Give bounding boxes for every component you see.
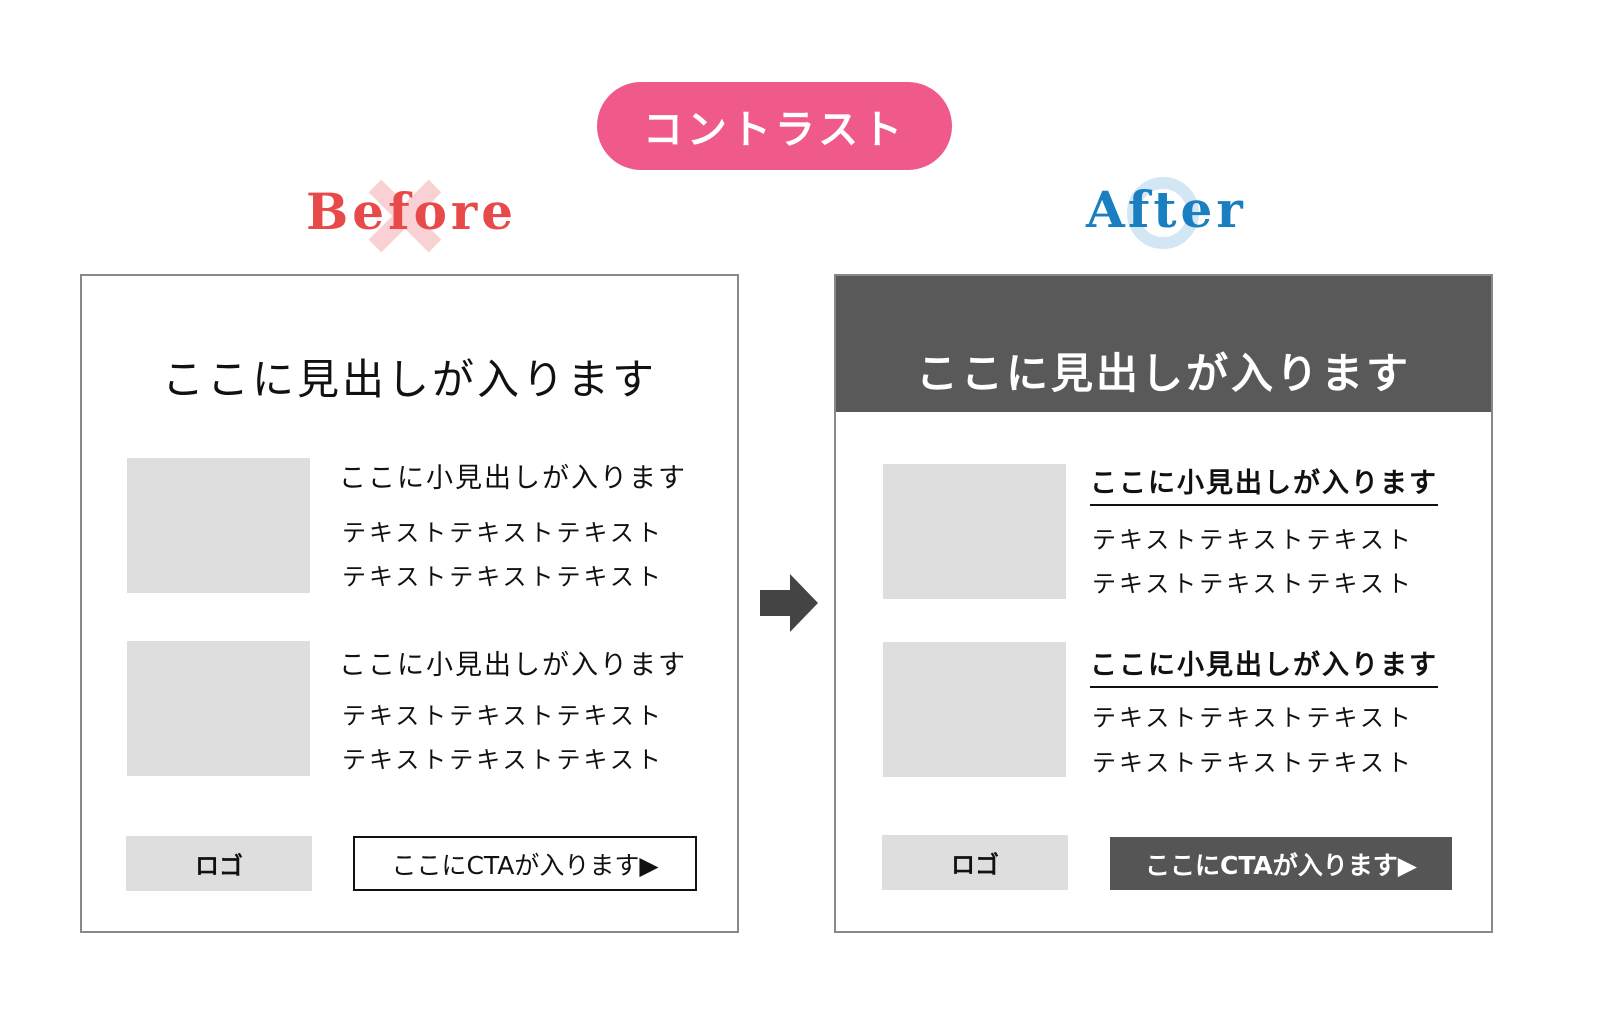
before-panel: ここに見出しが入ります ここに小見出しが入ります テキストテキストテキスト テキ… [80,274,739,933]
body-text: テキストテキストテキスト [342,519,664,547]
subheading: ここに小見出しが入ります [1090,461,1438,506]
arrow-right-icon [760,574,818,632]
before-heading: ここに見出しが入ります [161,355,657,404]
logo-box: ロゴ [882,835,1068,890]
body-text: テキストテキストテキスト [1092,749,1414,777]
after-heading: ここに見出しが入ります [915,349,1411,398]
body-text: テキストテキストテキスト [342,746,664,774]
image-placeholder [127,641,310,776]
after-header [836,276,1491,412]
logo-box: ロゴ [126,836,312,891]
body-text: テキストテキストテキスト [1092,526,1414,554]
before-label: Before [306,182,518,241]
body-text: テキストテキストテキスト [342,563,664,591]
x-mark-icon [368,179,442,253]
circle-mark-icon [1127,177,1199,249]
image-placeholder [127,458,310,593]
after-panel: ここに見出しが入ります ここに小見出しが入ります テキストテキストテキスト テキ… [834,274,1493,933]
body-text: テキストテキストテキスト [1092,704,1414,732]
subheading: ここに小見出しが入ります [339,463,687,494]
cta-button[interactable]: ここにCTAが入ります▶ [353,836,697,891]
body-text: テキストテキストテキスト [342,702,664,730]
subheading: ここに小見出しが入ります [1090,643,1438,688]
after-label: After [1086,180,1247,239]
body-text: テキストテキストテキスト [1092,570,1414,598]
subheading: ここに小見出しが入ります [339,650,687,681]
title-pill: コントラスト [597,82,952,170]
image-placeholder [883,642,1066,777]
image-placeholder [883,464,1066,599]
cta-button[interactable]: ここにCTAが入ります▶ [1110,837,1452,890]
